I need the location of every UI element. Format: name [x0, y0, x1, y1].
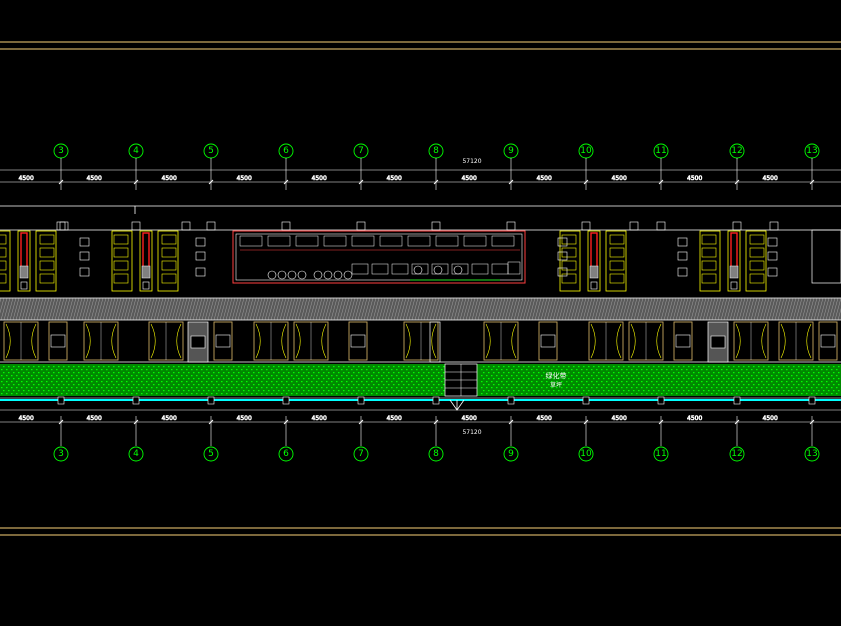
axis-label-6: 6 — [283, 146, 289, 156]
building-outline — [0, 205, 841, 231]
axis-label-5: 5 — [208, 146, 214, 156]
axis-label-11: 11 — [655, 449, 666, 459]
bottom-overall-dimension: 57120 — [462, 429, 481, 436]
kitchen-block — [232, 230, 526, 284]
bottom-dimension-lines: 4500 4500 4500 4500 4500 4500 4500 4500 4500 4500… — [0, 409, 841, 446]
axis-label-11: 11 — [655, 146, 666, 156]
bottom-axis-bubbles: 3 4 5 6 7 8 9 10 11 12 13 — [53, 446, 820, 462]
axis-label-5: 5 — [208, 449, 214, 459]
dimension-label: 4500 — [462, 175, 477, 182]
top-overall-dimension: 57120 — [462, 158, 481, 165]
dimension-label: 4500 — [162, 175, 177, 182]
dimension-label: 4500 — [312, 175, 327, 182]
facade-line — [0, 396, 841, 411]
guest-room-units — [0, 221, 779, 292]
dimension-label: 4500 — [162, 415, 177, 422]
axis-label-3: 3 — [58, 146, 64, 156]
axis-label-8: 8 — [433, 146, 439, 156]
dimension-label: 4500 — [237, 415, 252, 422]
stair-block — [811, 229, 841, 284]
corridor-hatch — [0, 297, 841, 321]
lawn-label: 绿化带 — [546, 371, 567, 380]
dimension-label: 4500 — [87, 415, 102, 422]
axis-bubble-11 — [653, 446, 669, 462]
dimension-label: 4500 — [687, 415, 702, 422]
axis-label-9: 9 — [508, 449, 514, 459]
top-dimension-lines: 4500 4500 4500 4500 4500 4500 4500 4500 4500 4500… — [0, 158, 841, 190]
dimension-label: 4500 — [237, 175, 252, 182]
dimension-label: 4500 — [87, 175, 102, 182]
dimension-label: 4500 — [387, 415, 402, 422]
axis-bubble-5 — [203, 446, 219, 462]
axis-bubble-8 — [428, 446, 444, 462]
top-axis-bubbles: 3 4 5 6 7 8 9 10 11 12 13 — [53, 143, 820, 159]
axis-label-6: 6 — [283, 449, 289, 459]
dimension-label: 4500 — [763, 415, 778, 422]
axis-label-12: 12 — [731, 449, 742, 459]
dimension-label: 4500 — [537, 415, 552, 422]
axis-bubble-10 — [578, 446, 594, 462]
lawn-area: 绿化带 草坪 — [0, 363, 841, 397]
dimension-label: 4500 — [612, 175, 627, 182]
axis-label-12: 12 — [731, 146, 742, 156]
storefront-row — [0, 321, 841, 363]
axis-bubble-9 — [503, 446, 519, 462]
lawn-sublabel: 草坪 — [550, 381, 562, 389]
dimension-label: 4500 — [312, 415, 327, 422]
axis-bubble-12 — [729, 446, 745, 462]
axis-label-8: 8 — [433, 449, 439, 459]
dimension-label: 4500 — [19, 415, 34, 422]
drawing-frame — [0, 41, 841, 536]
axis-label-3: 3 — [58, 449, 64, 459]
dimension-label: 4500 — [19, 175, 34, 182]
axis-bubble-3 — [53, 446, 69, 462]
axis-bubble-6 — [278, 446, 294, 462]
axis-label-7: 7 — [358, 449, 364, 459]
dimension-label: 4500 — [687, 175, 702, 182]
axis-label-9: 9 — [508, 146, 514, 156]
axis-label-4: 4 — [133, 146, 139, 156]
dimension-label: 4500 — [612, 415, 627, 422]
axis-label-10: 10 — [580, 449, 592, 459]
dimension-label: 4500 — [763, 175, 778, 182]
dimension-label: 4500 — [387, 175, 402, 182]
axis-label-7: 7 — [358, 146, 364, 156]
dimension-label: 4500 — [537, 175, 552, 182]
dimension-label: 4500 — [462, 415, 477, 422]
axis-bubble-13 — [804, 446, 820, 462]
axis-label-4: 4 — [133, 449, 139, 459]
axis-label-10: 10 — [580, 146, 592, 156]
axis-bubble-4 — [128, 446, 144, 462]
axis-label-13: 13 — [806, 146, 817, 156]
axis-bubble-7 — [353, 446, 369, 462]
axis-label-13: 13 — [806, 449, 817, 459]
